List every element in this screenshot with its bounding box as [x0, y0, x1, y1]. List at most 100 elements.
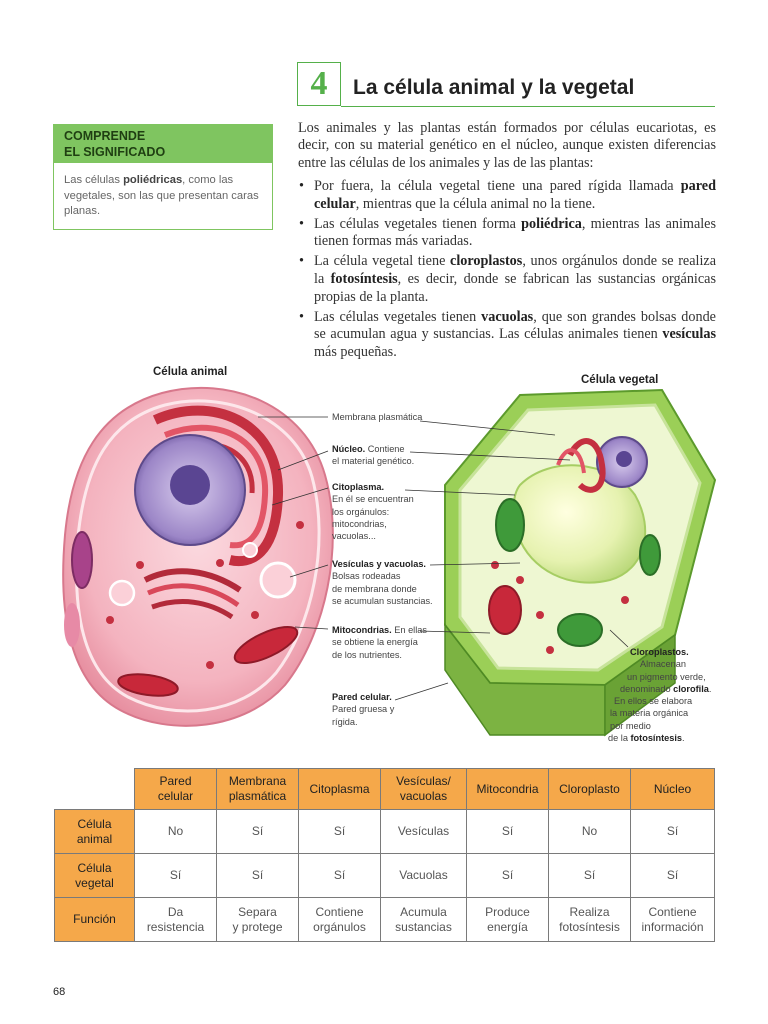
bullet-item: Las células vegetales tienen vacuolas, q…: [298, 309, 716, 362]
sidebar-text: Las células poliédricas, como las vegeta…: [54, 173, 272, 220]
label-vesiculas: Vesículas y vacuolas. Bolsas rodeadas de…: [332, 558, 433, 607]
table-cell: No: [548, 809, 631, 854]
label-mito-bold: Mitocondrias.: [332, 625, 392, 635]
row-header: Función: [54, 897, 135, 942]
sidebar-text-bold: poliédricas: [123, 174, 183, 186]
bullet-bold: pared celular: [314, 178, 716, 212]
bullet-text: Las células vegetales tienen forma: [314, 215, 522, 232]
table-cell: Vacuolas: [380, 853, 467, 898]
header-line: Núcleo: [653, 781, 692, 796]
bullet-item: Por fuera, la célula vegetal tiene una p…: [298, 178, 716, 214]
leader-lines: [258, 416, 629, 701]
label-cito-text: los orgánulos:: [332, 506, 390, 517]
label-cloro-text: la materia orgánica: [610, 708, 689, 719]
cell-line: Separa: [238, 904, 277, 919]
label-cloro-text: denominado: [620, 683, 674, 694]
cell-line: Da: [167, 904, 184, 919]
header-line: plasmática: [228, 789, 287, 803]
label-mito-text: de los nutrientes.: [332, 649, 402, 660]
cell-line: y protege: [232, 919, 283, 934]
label-cloro-text: un pigmento verde,: [627, 671, 706, 682]
animal-cell-title: Célula animal: [153, 366, 228, 378]
table-header: Núcleo: [630, 768, 715, 810]
cell-line: Realiza: [569, 904, 610, 919]
bullet-text: , es decir, donde se fabrican las sustan…: [314, 270, 716, 305]
sidebar-heading: COMPRENDE EL SIGNIFICADO: [54, 125, 272, 163]
intro-paragraph: Los animales y las plantas están formado…: [298, 120, 716, 171]
bullet-item: Las células vegetales tienen forma polié…: [298, 216, 716, 252]
label-cito-text: vacuolas...: [332, 531, 376, 542]
bullet-text: , mientras las animales tienen formas má…: [314, 215, 716, 250]
label-ves-text: se acumulan sustancias.: [332, 595, 433, 606]
table-cell: Sí: [630, 809, 715, 854]
table-cell: Sí: [216, 853, 299, 898]
plant-cell-title: Célula vegetal: [581, 374, 659, 386]
animal-cell: [62, 386, 334, 727]
label-cloro-text: .: [708, 683, 712, 694]
label-ves-bold: Vesículas y vacuolas.: [332, 559, 426, 569]
header-line: Cloroplasto: [559, 781, 620, 796]
bullet-list: Por fuera, la célula vegetal tiene una p…: [298, 178, 716, 364]
label-membrana: Membrana plasmática: [332, 412, 423, 422]
label-cloro-text: de la: [608, 733, 631, 744]
cell-line: Contiene: [648, 904, 697, 919]
table-corner: [55, 769, 135, 810]
sidebar-text-a: Las células: [64, 174, 124, 186]
header-line: Mitocondria: [476, 781, 539, 796]
bullet-text: , mientras que la célula animal no la ti…: [355, 195, 596, 212]
label-mito-text: En ellas: [391, 625, 427, 635]
table-cell: Sí: [298, 809, 381, 854]
label-mitocondrias: Mitocondrias. En ellas se obtiene la ene…: [332, 624, 427, 661]
bullet-bold: cloroplastos: [450, 253, 523, 270]
sidebar-text-c: , como las vegetales, son las que presen…: [64, 174, 259, 217]
cell-line: fotosíntesis: [559, 919, 620, 934]
label-mito-text: se obtiene la energía: [332, 637, 418, 648]
label-cito-text: mitocondrias,: [332, 518, 387, 529]
page-number: 68: [53, 986, 66, 998]
label-cloro-text: por medio: [610, 720, 651, 731]
table-header: Mitocondria: [466, 768, 549, 810]
section-rule: [341, 106, 715, 107]
header-line: Pared: [159, 774, 192, 788]
bullet-text: más pequeñas.: [314, 344, 397, 361]
cell-line: Produce: [485, 904, 530, 919]
table-cell: Sí: [216, 809, 299, 854]
plant-cell: [444, 388, 717, 737]
bullet-text: , unos orgánulos donde se realiza la: [314, 253, 716, 287]
section-title: La célula animal y la vegetal: [353, 76, 635, 99]
label-citoplasma: Citoplasma. En él se encuentran los orgá…: [332, 481, 414, 542]
cell-illustration: Célula animal Célula vegetal: [50, 365, 730, 760]
label-cito-text: En él se encuentran: [332, 494, 414, 505]
cell-line: energía: [487, 919, 528, 934]
row-header-line: Función: [73, 912, 116, 926]
label-cloro-text: .: [682, 733, 685, 744]
label-pared-text: rígida.: [332, 716, 358, 727]
bullet-bold: vesículas: [662, 326, 716, 343]
table-header: Citoplasma: [298, 768, 381, 810]
header-line: Vesículas/: [396, 774, 451, 788]
table-cell: Sí: [298, 853, 381, 898]
row-header-line: Célula: [77, 816, 112, 831]
bullet-item: La célula vegetal tiene cloroplastos, un…: [298, 253, 716, 306]
table-cell: Sí: [630, 853, 715, 898]
header-line: Membrana: [228, 774, 287, 788]
row-header-line: vegetal: [75, 875, 114, 890]
cell-line: información: [641, 919, 704, 934]
header-line: Citoplasma: [309, 781, 370, 796]
bullet-bold: poliédrica: [521, 215, 582, 232]
label-nucleo-text: el material genético.: [332, 456, 415, 467]
row-header-line: animal: [76, 831, 113, 846]
table-cell: Sí: [466, 809, 549, 854]
bullet-text: Las células vegetales tienen: [314, 308, 482, 325]
bullet-text: , que son grandes bolsas donde se acumul…: [314, 308, 716, 343]
